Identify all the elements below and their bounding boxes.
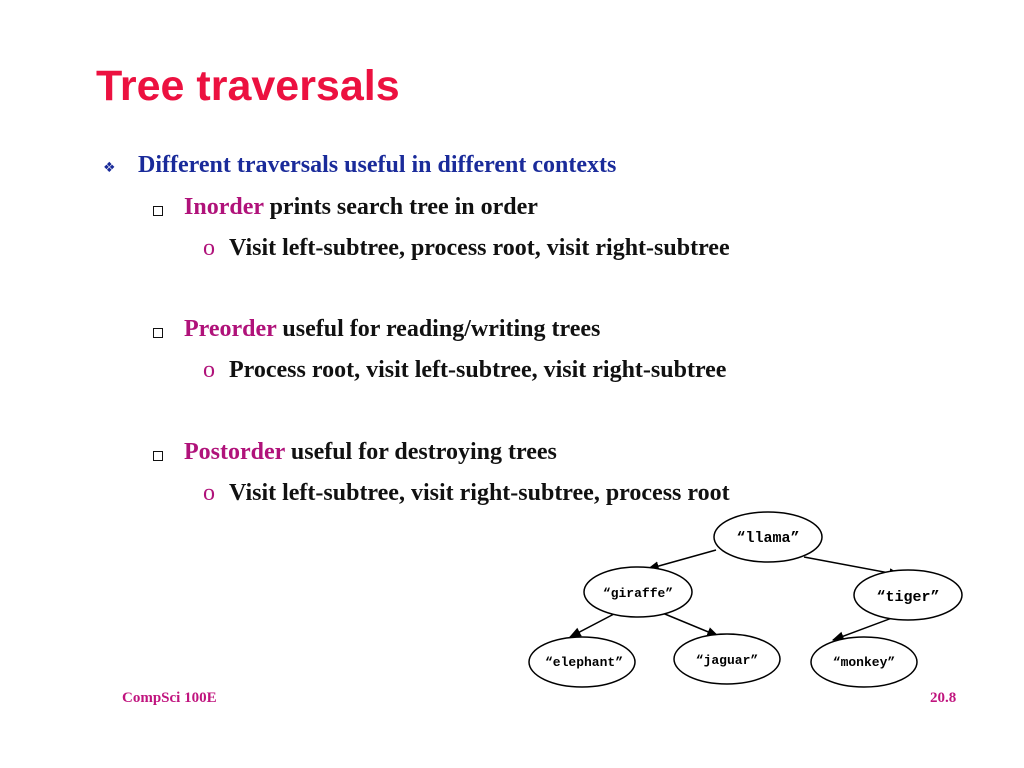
sub-bullet-marker: o bbox=[203, 357, 215, 383]
tree-node-llama: “llama” bbox=[713, 511, 823, 563]
sub-bullet-marker: o bbox=[203, 235, 215, 261]
svg-text:“elephant”: “elephant” bbox=[545, 655, 623, 670]
diamond-bullet-icon: ❖ bbox=[103, 160, 116, 176]
square-bullet-icon bbox=[153, 206, 163, 216]
svg-text:“tiger”: “tiger” bbox=[876, 589, 939, 606]
tree-node-monkey: “monkey” bbox=[810, 636, 918, 688]
tree-node-giraffe: “giraffe” bbox=[583, 566, 693, 618]
traversal-item-inorder: Inorder prints search tree in order bbox=[184, 194, 538, 221]
tree-node-tiger: “tiger” bbox=[853, 569, 963, 621]
edge-giraffe-elephant bbox=[568, 613, 615, 638]
slide-title: Tree traversals bbox=[96, 62, 400, 110]
tree-node-elephant: “elephant” bbox=[528, 636, 636, 688]
footer-slide-number: 20.8 bbox=[930, 690, 957, 706]
term-postorder: Postorder bbox=[184, 439, 285, 465]
svg-text:“llama”: “llama” bbox=[736, 530, 799, 547]
item-text: useful for destroying trees bbox=[284, 439, 557, 465]
edge-giraffe-jaguar bbox=[659, 611, 720, 637]
main-bullet: Different traversals useful in different… bbox=[138, 152, 617, 178]
square-bullet-icon bbox=[153, 451, 163, 461]
edge-tiger-monkey bbox=[831, 617, 893, 641]
svg-text:“jaguar”: “jaguar” bbox=[696, 653, 758, 668]
svg-text:“monkey”: “monkey” bbox=[833, 655, 895, 670]
tree-node-jaguar: “jaguar” bbox=[673, 633, 781, 685]
item-text: useful for reading/writing trees bbox=[276, 316, 601, 342]
edge-llama-giraffe bbox=[646, 549, 717, 571]
term-inorder: Inorder bbox=[184, 194, 264, 220]
term-preorder: Preorder bbox=[184, 316, 277, 342]
traversal-item-preorder: Preorder useful for reading/writing tree… bbox=[184, 316, 600, 343]
footer-course: CompSci 100E bbox=[122, 690, 217, 706]
postorder-detail: Visit left-subtree, visit right-subtree,… bbox=[229, 480, 730, 506]
inorder-detail: Visit left-subtree, process root, visit … bbox=[229, 235, 730, 261]
svg-text:“giraffe”: “giraffe” bbox=[603, 586, 673, 601]
item-text: prints search tree in order bbox=[263, 194, 538, 220]
preorder-detail: Process root, visit left-subtree, visit … bbox=[229, 357, 727, 383]
sub-bullet-marker: o bbox=[203, 480, 215, 506]
square-bullet-icon bbox=[153, 328, 163, 338]
traversal-item-postorder: Postorder useful for destroying trees bbox=[184, 439, 557, 466]
